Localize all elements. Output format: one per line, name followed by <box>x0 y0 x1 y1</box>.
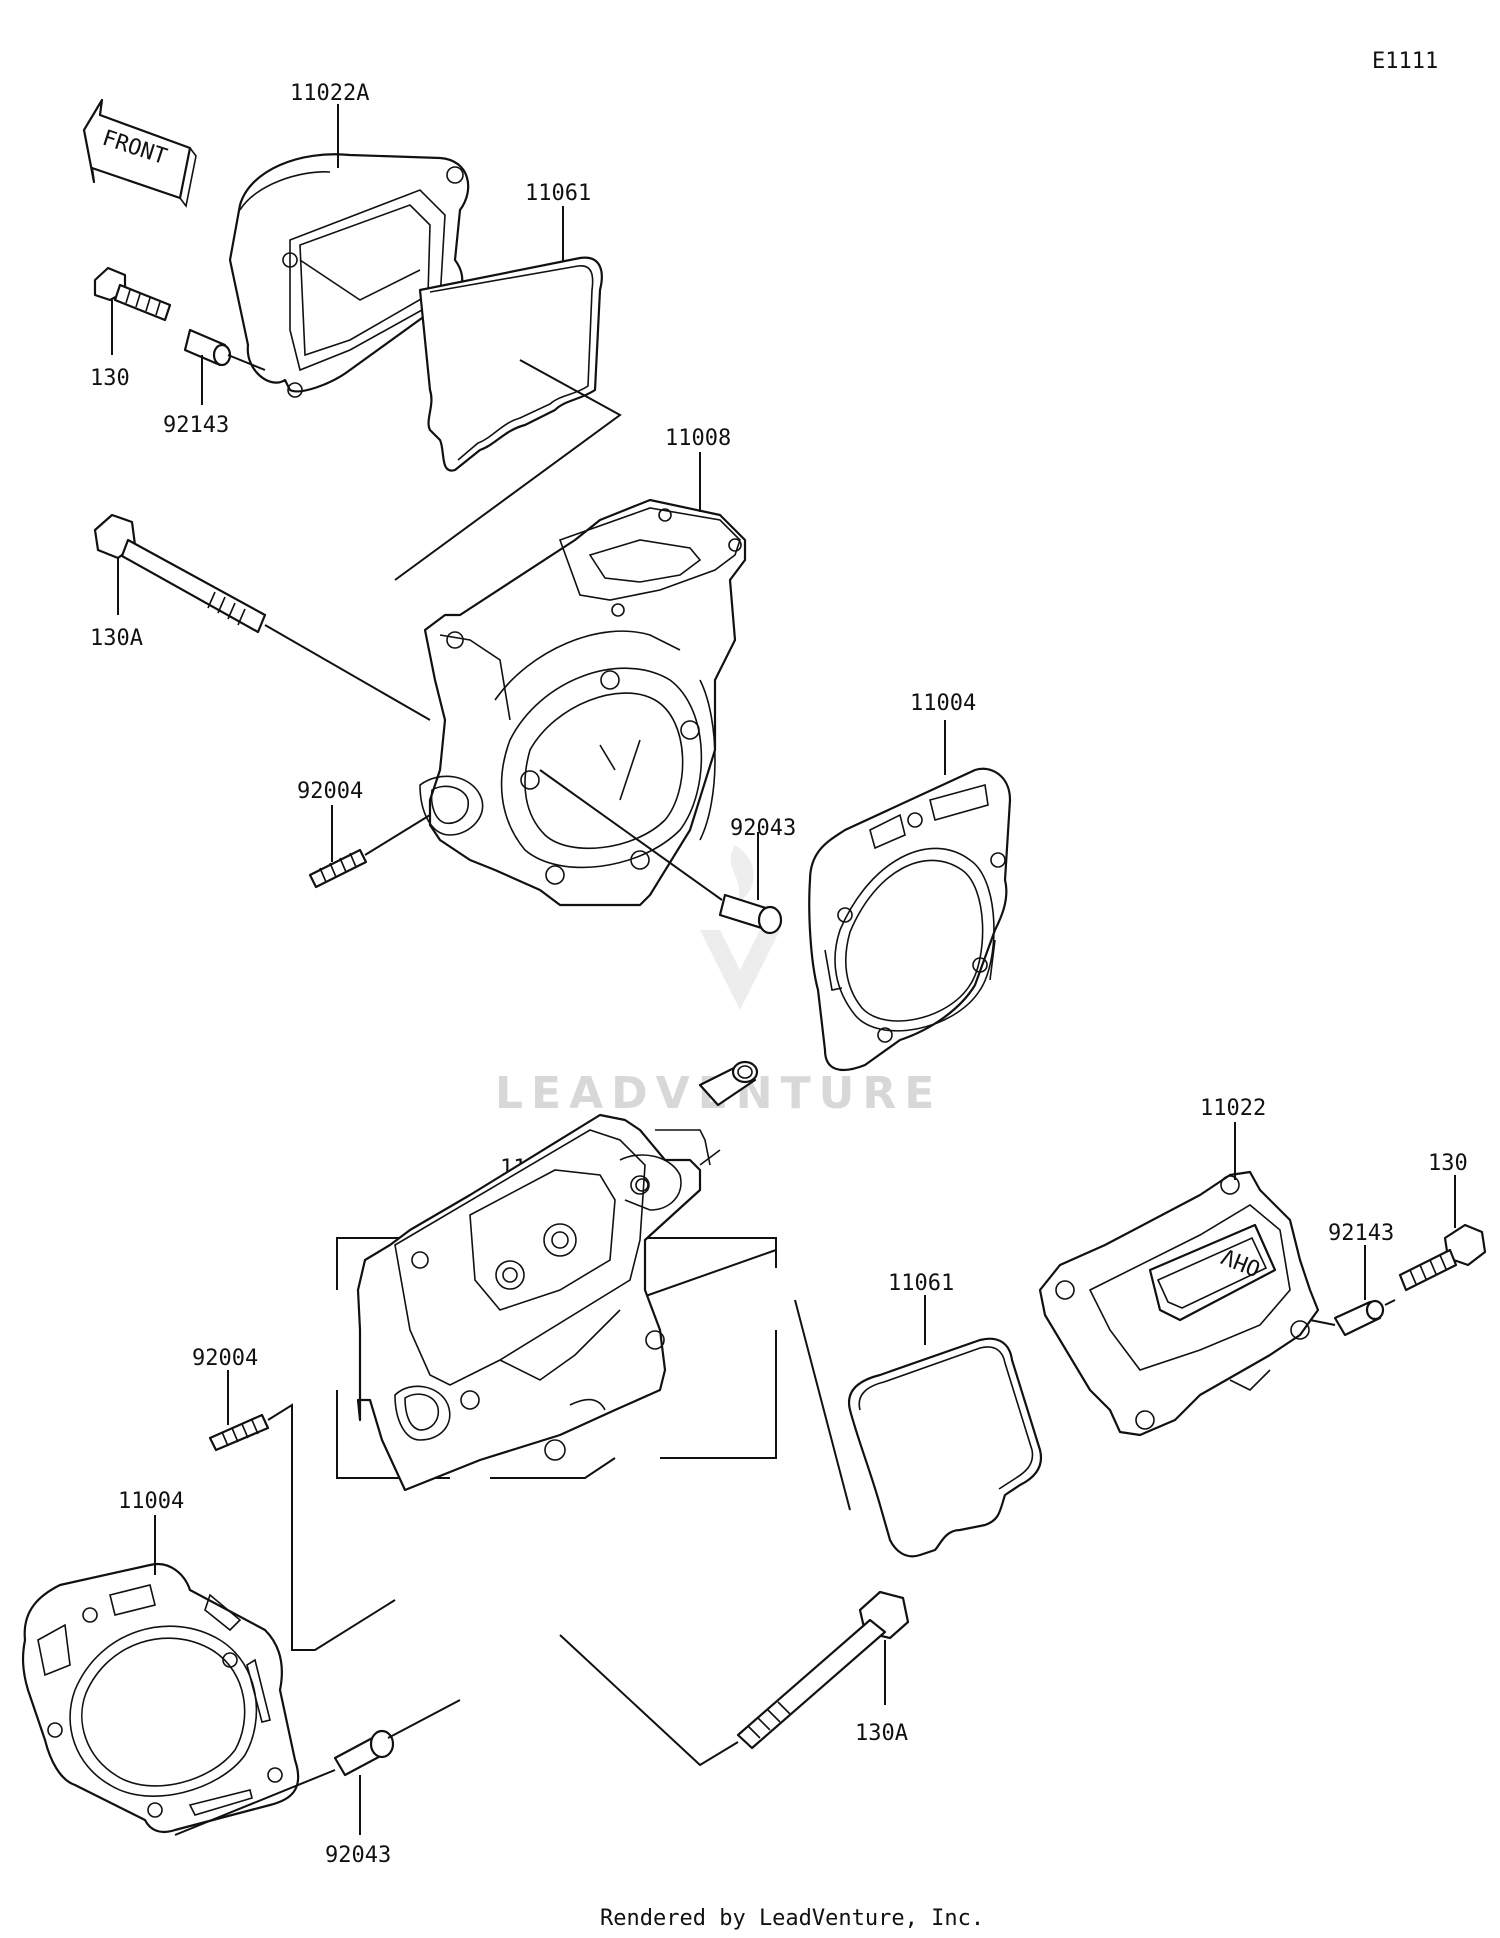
dowel-92143-right <box>1333 1299 1385 1337</box>
label-92004-bottom: 92004 <box>192 1346 258 1371</box>
label-11061-top: 11061 <box>525 181 591 206</box>
cover-gasket-11061-top <box>418 256 603 472</box>
label-92043-bottom: 92043 <box>325 1843 391 1868</box>
cylinder-head-11008A <box>356 1113 721 1492</box>
cylinder-head-cover-11022: OHV <box>1038 1170 1320 1437</box>
label-130-right: 130 <box>1428 1151 1468 1176</box>
dowel-92143-top <box>183 328 232 367</box>
label-11008: 11008 <box>665 426 731 451</box>
label-11061-bottom: 11061 <box>888 1271 954 1296</box>
label-11022A: 11022A <box>290 81 369 106</box>
dowel-92043-top <box>718 893 783 935</box>
dowel-92043-bottom <box>333 1729 395 1777</box>
stud-92004-top <box>308 848 368 889</box>
label-11004-bottom: 11004 <box>118 1489 184 1514</box>
label-92004-top: 92004 <box>297 779 363 804</box>
label-92143-right: 92143 <box>1328 1221 1394 1246</box>
label-92043-top: 92043 <box>730 816 796 841</box>
watermark-logo-icon <box>700 845 780 1010</box>
bolt-130A-bottom <box>736 1590 910 1750</box>
label-130A-top: 130A <box>90 626 143 651</box>
front-arrow-icon: FRONT <box>82 98 197 208</box>
label-92143-top: 92143 <box>163 413 229 438</box>
stud-92004-bottom <box>208 1413 270 1452</box>
bolt-130-top <box>93 266 172 322</box>
label-130-top: 130 <box>90 366 130 391</box>
label-11004-top: 11004 <box>910 691 976 716</box>
footer-credit: Rendered by LeadVenture, Inc. <box>600 1906 984 1931</box>
label-130A-bottom: 130A <box>855 1721 908 1746</box>
head-gasket-11004-top <box>808 767 1012 1072</box>
head-gasket-11004-bottom <box>21 1562 300 1834</box>
valve-cap-11008A <box>698 1060 759 1107</box>
diagram-code: E1111 <box>1372 49 1438 74</box>
cylinder-head-11008 <box>419 498 747 907</box>
cover-gasket-11061-bottom <box>847 1337 1043 1558</box>
bolt-130A-top <box>93 513 267 634</box>
bolt-130-right <box>1398 1223 1487 1292</box>
label-11022: 11022 <box>1200 1096 1266 1121</box>
